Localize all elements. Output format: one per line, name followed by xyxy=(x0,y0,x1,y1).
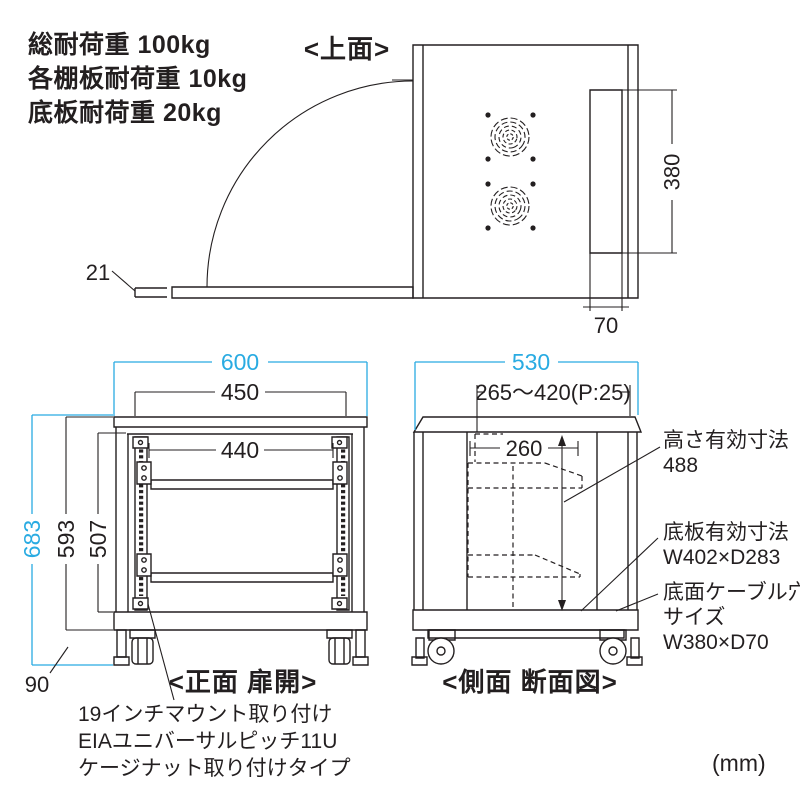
fan-grille-bottom xyxy=(485,181,536,231)
opened-door xyxy=(172,287,413,298)
dim-cable-hole-depth: 70 xyxy=(594,313,618,338)
dim-shelf-pitch-range: 265〜420(P:25) xyxy=(475,380,630,405)
mount-note-line: ケージナット取り付けタイプ xyxy=(78,757,351,780)
annotation-line: 高さ有効寸法 xyxy=(663,429,789,452)
load-spec-shelf: 各棚板耐荷重 10kg xyxy=(28,65,248,93)
dim-door-thickness: 21 xyxy=(86,260,110,285)
side-feet xyxy=(412,638,642,665)
dim-shelf-depth: 260 xyxy=(506,436,543,461)
dim-mount-span: 450 xyxy=(221,379,259,405)
dim-cable-hole-length: 380 xyxy=(660,154,685,191)
door-swing-arc xyxy=(207,81,413,287)
unit-note: (mm) xyxy=(712,750,766,776)
annotation-line: W402×D283 xyxy=(663,546,781,569)
mount-note-block: 19インチマウント取り付け EIAユニバーサルピッチ11U ケージナット取り付け… xyxy=(78,701,351,782)
annotation-line: サイズ xyxy=(663,606,726,629)
shelf-lower xyxy=(151,573,333,582)
top-view-label: <上面> xyxy=(304,34,390,64)
side-dims-accent xyxy=(415,362,638,430)
hidden-shelves xyxy=(468,434,582,608)
side-view xyxy=(412,417,642,665)
arrow-up xyxy=(558,435,566,446)
annotation-line: 底面ケーブル穴 xyxy=(663,581,800,604)
mount-note-line: 19インチマウント取り付け xyxy=(78,703,333,726)
top-cable-hole xyxy=(590,90,622,253)
mount-note-line: EIAユニバーサルピッチ11U xyxy=(78,730,338,753)
load-spec-total: 総耐荷重 100kg xyxy=(28,31,211,59)
load-spec-bottom: 底板耐荷重 20kg xyxy=(28,99,222,127)
annotation-effective-height: 高さ有効寸法 488 xyxy=(663,428,789,478)
top-view xyxy=(135,45,638,298)
annotation-bottom-board: 底板有効寸法 W402×D283 xyxy=(663,520,789,570)
arrow-down xyxy=(558,600,566,611)
dim-outer-width: 600 xyxy=(221,349,259,375)
side-view-label: <側面 断面図> xyxy=(442,667,618,697)
side-dims xyxy=(470,385,660,611)
side-casters xyxy=(428,630,626,664)
annotation-line: W380×D70 xyxy=(663,631,769,654)
load-spec-block: 総耐荷重 100kg 各棚板耐荷重 10kg 底板耐荷重 20kg xyxy=(28,28,247,130)
dim-rail-height: 507 xyxy=(85,520,111,558)
fan-grille-top xyxy=(485,112,536,162)
dim-inner-width: 440 xyxy=(221,437,259,463)
dim-total-height: 683 xyxy=(19,520,45,558)
front-feet xyxy=(114,630,368,665)
front-view xyxy=(114,417,368,700)
annotation-line: 底板有効寸法 xyxy=(663,521,789,544)
front-casters xyxy=(130,630,352,664)
shelf-upper xyxy=(151,480,333,489)
dim-outer-depth: 530 xyxy=(512,349,550,375)
mount-note-leader xyxy=(148,604,174,700)
dim-base-clearance: 90 xyxy=(25,672,49,697)
annotation-line: 488 xyxy=(663,454,699,477)
front-view-label: <正面 扉開> xyxy=(169,667,318,697)
top-view-dimensions xyxy=(112,90,677,311)
front-dims-accent xyxy=(32,362,367,665)
annotation-cable-hole: 底面ケーブル穴 サイズ W380×D70 xyxy=(663,580,800,655)
front-dims xyxy=(50,392,346,673)
dim-body-height: 593 xyxy=(53,520,79,558)
